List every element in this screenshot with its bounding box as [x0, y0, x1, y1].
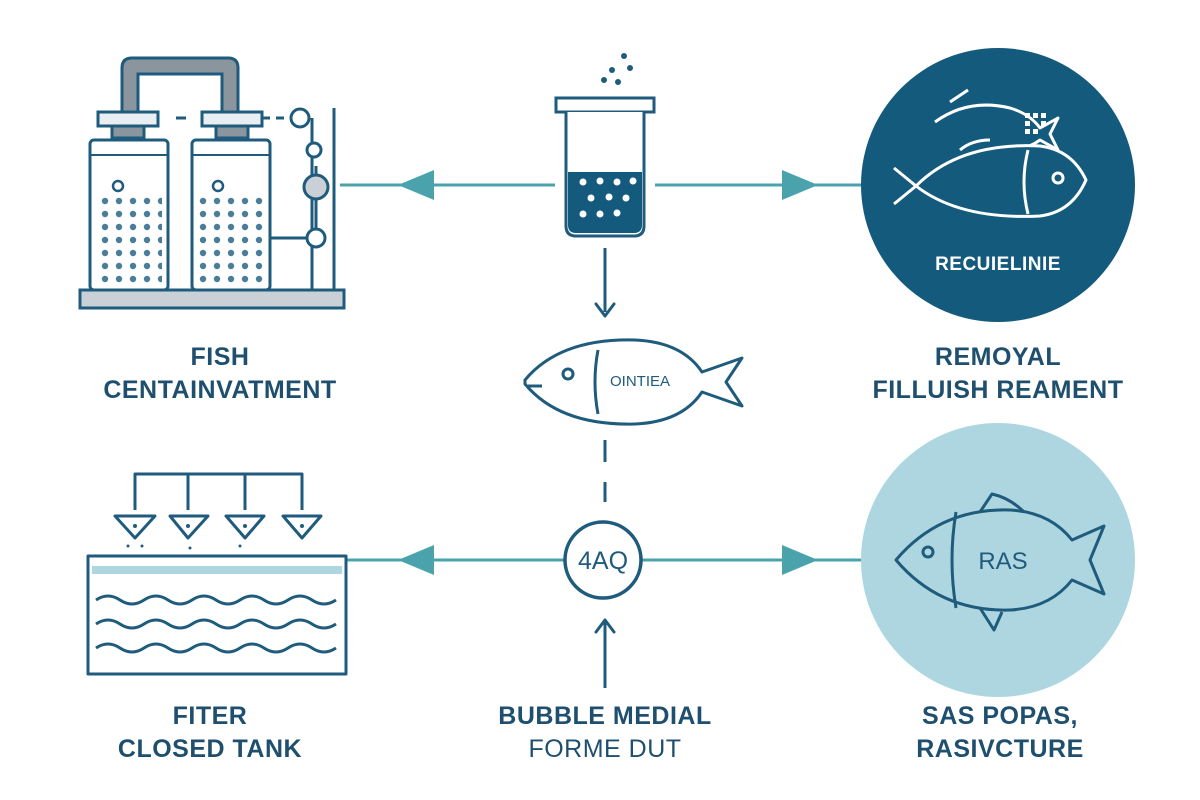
badge-ring	[563, 520, 643, 600]
label-fish-containment: FISH CENTAINVATMENT	[70, 341, 370, 407]
beaker-icon	[554, 53, 656, 238]
label-removal-line1: REMOYAL	[934, 343, 1062, 371]
gauge-3	[302, 173, 330, 201]
arrowhead-left-bottom	[398, 545, 434, 575]
ras-circle	[861, 423, 1135, 697]
label-ras: SAS POPAS, RASIVCTURE	[850, 700, 1150, 766]
left-valve	[96, 110, 160, 128]
label-bubble-line1: BUBBLE MEDIAL	[498, 702, 712, 730]
arrowhead-right-bottom	[782, 545, 818, 575]
arrow-up-head	[594, 618, 616, 634]
closed-tank	[86, 554, 348, 676]
label-tank-line1: FITER	[172, 702, 248, 730]
gauge-2	[305, 141, 323, 159]
label-closed-tank: FITER CLOSED TANK	[60, 700, 360, 766]
label-ras-line1: SAS POPAS,	[922, 702, 1078, 730]
label-bubble-media: BUBBLE MEDIAL FORME DUT	[460, 700, 750, 766]
connectors	[340, 183, 862, 562]
bubble-badge-text: 4AQ	[578, 547, 628, 575]
label-removal: REMOYAL FILLUISH REAMENT	[840, 341, 1156, 407]
base-plate	[78, 288, 346, 310]
arrow-down-head	[594, 302, 616, 318]
overhead-pipe	[120, 56, 240, 114]
arrowhead-left-top	[398, 170, 434, 200]
arrowheads	[398, 170, 818, 575]
label-ras-line2: RASIVCTURE	[916, 735, 1084, 763]
label-fish-line2: CENTAINVATMENT	[103, 376, 337, 404]
dual-filter-columns-icon	[78, 56, 346, 310]
qr-mark	[1025, 113, 1046, 134]
beaker-rim	[554, 96, 656, 114]
right-valve	[200, 110, 264, 128]
ras-fish-icon	[894, 492, 1106, 632]
beaker-liquid	[568, 172, 642, 233]
bubble-media-badge: 4AQ	[563, 520, 643, 600]
sprinkler-tank-icon	[86, 472, 348, 676]
arrowhead-right-top	[782, 170, 818, 200]
label-tank-line2: CLOSED TANK	[117, 735, 303, 763]
removal-badge: RECUIELINIE	[861, 48, 1135, 322]
ras-badge: RAS	[861, 423, 1135, 697]
fish-pair-icon	[893, 88, 1088, 218]
removal-badge-text: RECUIELINIE	[935, 254, 1061, 275]
ras-badge-text: RAS	[978, 548, 1027, 575]
center-fish-text: OINTIEA	[610, 373, 670, 390]
label-removal-line2: FILLUISH REAMENT	[872, 376, 1124, 404]
gauge-4	[305, 227, 327, 249]
label-bubble-line2: FORME DUT	[528, 735, 682, 763]
gauge-1	[289, 107, 311, 129]
label-fish-line1: FISH	[190, 343, 250, 371]
center-vertical-connectors	[594, 248, 616, 688]
center-fish-icon	[523, 338, 744, 426]
